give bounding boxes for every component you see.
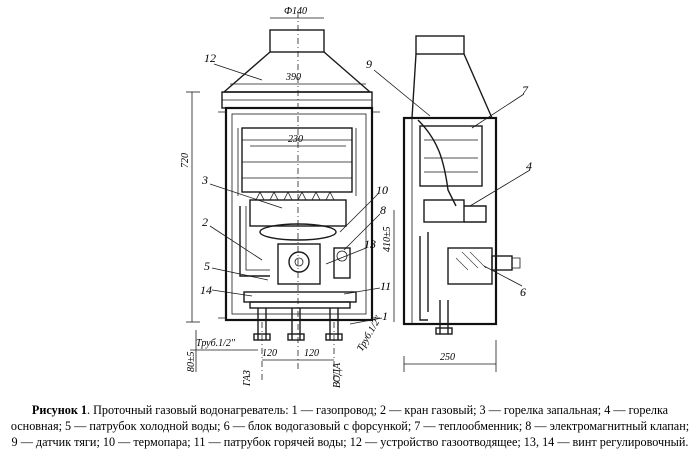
cold-water-pipe: [291, 308, 301, 340]
side-view: [373, 35, 531, 372]
dim-hood-width: 390: [285, 72, 301, 83]
callout-1: 1: [382, 309, 388, 323]
label-gas: ГАЗ: [242, 370, 253, 387]
front-view: [186, 12, 395, 380]
side-flue-collar: [415, 35, 465, 55]
technical-drawing: 12 3 2 5 14 10 8 13 11 1 Ф140 390 230 72…: [180, 6, 532, 388]
dim-left-vertical: 80±5: [186, 352, 197, 373]
dim-depth: 250: [440, 352, 455, 363]
gas-tube: [239, 206, 270, 277]
dim-bottom-left: 120: [262, 348, 277, 359]
callout-4: 4: [526, 159, 532, 173]
body: [224, 106, 374, 322]
callout-7: 7: [522, 83, 529, 97]
callout-9: 9: [366, 57, 372, 71]
callout-2: 2: [202, 215, 208, 229]
callout-13: 13: [364, 237, 376, 251]
callout-12: 12: [204, 51, 216, 65]
caption-label: Рисунок 1: [31, 403, 87, 417]
inner-frame: [231, 113, 367, 315]
callout-14: 14: [200, 283, 212, 297]
heat-exchanger: [241, 127, 353, 193]
water-gas-block: [277, 243, 321, 285]
callout-5: 5: [204, 259, 210, 273]
draft-sensor-tube: [417, 119, 457, 207]
bottom-manifold: [243, 291, 357, 303]
dim-bottom-right: 120: [304, 348, 319, 359]
callout-11: 11: [380, 279, 391, 293]
dim-vertical-side: 410±5: [382, 227, 393, 253]
dim-pipe-left: Труб.1/2": [196, 338, 236, 349]
flue-collar: [269, 29, 325, 53]
dim-top-diameter: Ф140: [284, 6, 307, 17]
figure-caption: Рисунок 1. Проточный газовый водонагрева…: [10, 402, 690, 470]
label-water: ВОДА: [332, 362, 343, 388]
dim-inner-width: 230: [288, 134, 303, 145]
side-heat-exchanger: [419, 125, 483, 187]
side-valve-block: [447, 247, 493, 285]
callout-3: 3: [201, 173, 208, 187]
dim-height: 720: [180, 153, 191, 168]
caption-text: . Проточный газовый водонагреватель: 1 —…: [10, 403, 690, 449]
callout-6: 6: [520, 285, 526, 299]
callout-8: 8: [380, 203, 386, 217]
side-body: [402, 116, 498, 326]
callout-10: 10: [376, 183, 388, 197]
side-hood: [411, 53, 494, 119]
